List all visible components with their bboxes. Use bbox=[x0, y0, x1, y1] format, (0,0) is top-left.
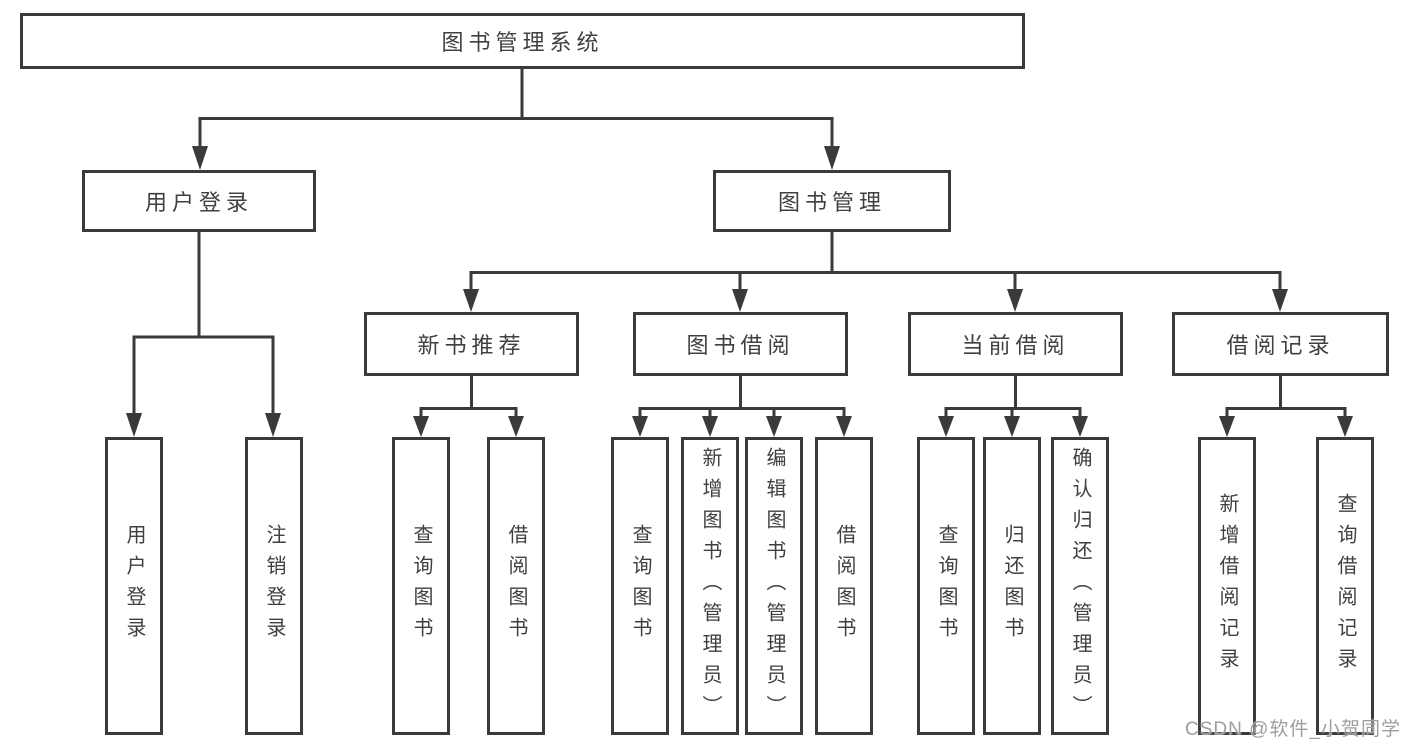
leaf-label: 确认归还（管理员） bbox=[1069, 446, 1091, 726]
arrow-icon bbox=[732, 289, 748, 312]
leaf-borrow-add-admin: 新增图书（管理员） bbox=[681, 437, 739, 735]
node-label: 图书借阅 bbox=[686, 333, 795, 358]
connector-records-bar bbox=[1225, 407, 1347, 420]
connector-bookmgmt-bar bbox=[469, 271, 1282, 292]
leaf-label: 查询图书 bbox=[410, 524, 432, 648]
leaf-newbook-query: 查询图书 bbox=[392, 437, 450, 735]
leaf-label: 借阅图书 bbox=[505, 524, 527, 648]
arrow-icon bbox=[702, 416, 718, 437]
leaf-label: 查询借阅记录 bbox=[1334, 493, 1356, 679]
leaf-records-query: 查询借阅记录 bbox=[1316, 437, 1374, 735]
node-branch-book-mgmt: 图书管理 bbox=[713, 170, 951, 232]
leaf-current-return: 归还图书 bbox=[983, 437, 1041, 735]
arrow-icon bbox=[1219, 416, 1235, 437]
arrow-icon bbox=[1007, 289, 1023, 312]
leaf-label: 新增图书（管理员） bbox=[699, 446, 721, 726]
arrowheads bbox=[126, 146, 1353, 437]
connector-borrow-bar bbox=[638, 407, 846, 420]
leaf-label: 用户登录 bbox=[123, 524, 145, 648]
leaf-current-query: 查询图书 bbox=[917, 437, 975, 735]
leaf-label: 新增借阅记录 bbox=[1216, 493, 1238, 679]
leaf-label: 注销登录 bbox=[263, 524, 285, 648]
leaf-label: 归还图书 bbox=[1001, 524, 1023, 648]
connector-newbook-bar bbox=[419, 407, 518, 420]
node-branch-user-login: 用户登录 bbox=[82, 170, 316, 232]
node-root-label: 图书管理系统 bbox=[441, 30, 604, 55]
leaf-records-add: 新增借阅记录 bbox=[1198, 437, 1256, 735]
leaf-borrow-edit-admin: 编辑图书（管理员） bbox=[745, 437, 803, 735]
arrow-icon bbox=[1004, 416, 1020, 437]
leaf-newbook-borrow: 借阅图书 bbox=[487, 437, 545, 735]
arrow-icon bbox=[632, 416, 648, 437]
connector-userlogin-bar bbox=[132, 335, 275, 416]
leaf-user-login: 用户登录 bbox=[105, 437, 163, 735]
node-module-new-book: 新书推荐 bbox=[364, 312, 579, 376]
arrow-icon bbox=[824, 146, 840, 170]
leaf-label: 编辑图书（管理员） bbox=[763, 446, 785, 726]
arrow-icon bbox=[463, 289, 479, 312]
leaf-label: 借阅图书 bbox=[833, 524, 855, 648]
leaf-borrow-borrow: 借阅图书 bbox=[815, 437, 873, 735]
node-label: 用户登录 bbox=[144, 190, 253, 215]
node-label: 新书推荐 bbox=[417, 333, 526, 358]
arrow-icon bbox=[192, 146, 208, 170]
arrow-icon bbox=[126, 413, 142, 437]
node-module-current: 当前借阅 bbox=[908, 312, 1123, 376]
leaf-label: 查询图书 bbox=[629, 524, 651, 648]
arrow-icon bbox=[1272, 289, 1288, 312]
arrow-icon bbox=[265, 413, 281, 437]
node-label: 图书管理 bbox=[777, 190, 886, 215]
arrow-icon bbox=[1337, 416, 1353, 437]
arrow-icon bbox=[508, 416, 524, 437]
arrow-icon bbox=[766, 416, 782, 437]
node-label: 借阅记录 bbox=[1226, 333, 1335, 358]
leaf-borrow-query: 查询图书 bbox=[611, 437, 669, 735]
node-module-borrow: 图书借阅 bbox=[633, 312, 848, 376]
csdn-watermark: CSDN @软件_小贺同学 bbox=[1185, 719, 1401, 740]
leaf-label: 查询图书 bbox=[935, 524, 957, 648]
leaf-logout: 注销登录 bbox=[245, 437, 303, 735]
connector-root-bar bbox=[198, 117, 834, 150]
node-label: 当前借阅 bbox=[961, 333, 1070, 358]
arrow-icon bbox=[938, 416, 954, 437]
arrow-icon bbox=[1072, 416, 1088, 437]
node-module-records: 借阅记录 bbox=[1172, 312, 1389, 376]
leaf-current-confirm-admin: 确认归还（管理员） bbox=[1051, 437, 1109, 735]
node-root: 图书管理系统 bbox=[20, 13, 1025, 69]
arrow-icon bbox=[413, 416, 429, 437]
arrow-icon bbox=[836, 416, 852, 437]
